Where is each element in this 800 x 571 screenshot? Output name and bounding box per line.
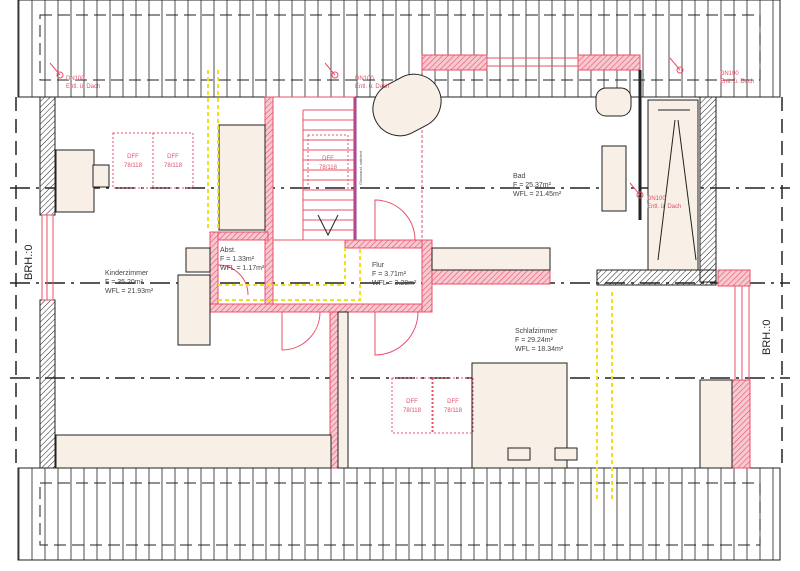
heating-pipes: [207, 70, 613, 500]
window-top-bath[interactable]: [486, 57, 579, 67]
vent-note: Entl. ü. Dach: [647, 204, 681, 210]
skylight: DFF 78/118: [112, 132, 154, 189]
wall-left-lower: [39, 299, 56, 469]
room-name: Flur: [372, 262, 385, 269]
vent-diameter: DN100: [355, 76, 374, 82]
desk: [55, 149, 95, 213]
wall-bath-bottom: [596, 269, 717, 286]
room-area: F = 1.33m²: [220, 256, 255, 263]
staircase[interactable]: [272, 96, 356, 241]
room-area: F = 35.20m²: [105, 279, 144, 286]
vent-note: Entl. ü. Dach: [66, 84, 100, 90]
vent-note: Entl. ü. Dach: [355, 84, 389, 90]
new-walls: [209, 54, 641, 469]
vent-note: Entl. ü. Dach: [720, 79, 754, 85]
skylights: DFF78/118DFF78/118DFF78/118DFF78/118DFF7…: [112, 132, 474, 434]
cabinet: [177, 274, 211, 346]
room-living-area: WFL = 3.28m²: [372, 280, 417, 287]
bathtub: [372, 73, 442, 137]
glass-wall-label: Glaswand, satiniert: [358, 150, 363, 185]
room-living-area: WFL = 18.34m²: [515, 346, 564, 353]
room-name: Abst.: [220, 247, 236, 254]
skylight-size: 78/118: [403, 408, 422, 414]
room-living-area: WFL = 21.93m²: [105, 288, 154, 295]
room-labels: Kinderzimmer F = 35.20m² WFL = 21.93m² Abst…: [105, 173, 564, 353]
skylight-size: 78/118: [444, 408, 463, 414]
vent-diameter: DN100: [66, 76, 85, 82]
window-left[interactable]: [41, 214, 54, 301]
skylight: DFF 78/118: [152, 132, 194, 189]
skylight-type: DFF: [447, 399, 459, 405]
shower: [647, 99, 699, 271]
vanity: [601, 145, 627, 212]
furniture: [55, 73, 733, 469]
skylight-type: DFF: [406, 399, 418, 405]
wall-right-lower: [731, 379, 751, 469]
room-area: F = 25.37m²: [513, 182, 552, 189]
room-name: Schlafzimmer: [515, 328, 558, 335]
window-right[interactable]: [734, 285, 750, 381]
room-area: F = 3.71m²: [372, 271, 407, 278]
wall-left-upper: [39, 96, 56, 216]
roof-bottom: [17, 467, 781, 561]
bunk-bed: [218, 124, 266, 231]
wardrobe: [699, 379, 733, 469]
vent-diameter: DN100: [647, 196, 666, 202]
chair: [92, 164, 110, 188]
skylight: DFF 78/118: [307, 134, 349, 191]
skylight: DFF 78/118: [432, 377, 474, 434]
skylight-size: 78/118: [124, 163, 143, 169]
wall-right-bath: [699, 96, 717, 283]
skylight-type: DFF: [167, 154, 179, 160]
parapet-label-left: BRH.:0: [23, 245, 35, 280]
closet: [431, 247, 551, 271]
vent-diameter: DN100: [720, 71, 739, 77]
doors[interactable]: [217, 199, 419, 356]
skylight-type: DFF: [322, 156, 334, 162]
room-living-area: WFL = 1.17m²: [220, 265, 265, 272]
skylight: DFF 78/118: [391, 377, 433, 434]
skylight-size: 78/118: [164, 163, 183, 169]
toilet: [595, 87, 632, 117]
room-living-area: WFL = 21.45m²: [513, 191, 562, 198]
skylight-size: 78/118: [319, 165, 338, 171]
shelf: [55, 434, 332, 469]
room-area: F = 29.24m²: [515, 337, 554, 344]
parapet-label-right: BRH.:0: [761, 320, 773, 355]
room-name: Kinderzimmer: [105, 270, 149, 277]
wall-right-corner: [717, 269, 751, 287]
room-name: Bad: [513, 173, 526, 180]
washing-machine: [185, 247, 211, 273]
skylight-type: DFF: [127, 154, 139, 160]
